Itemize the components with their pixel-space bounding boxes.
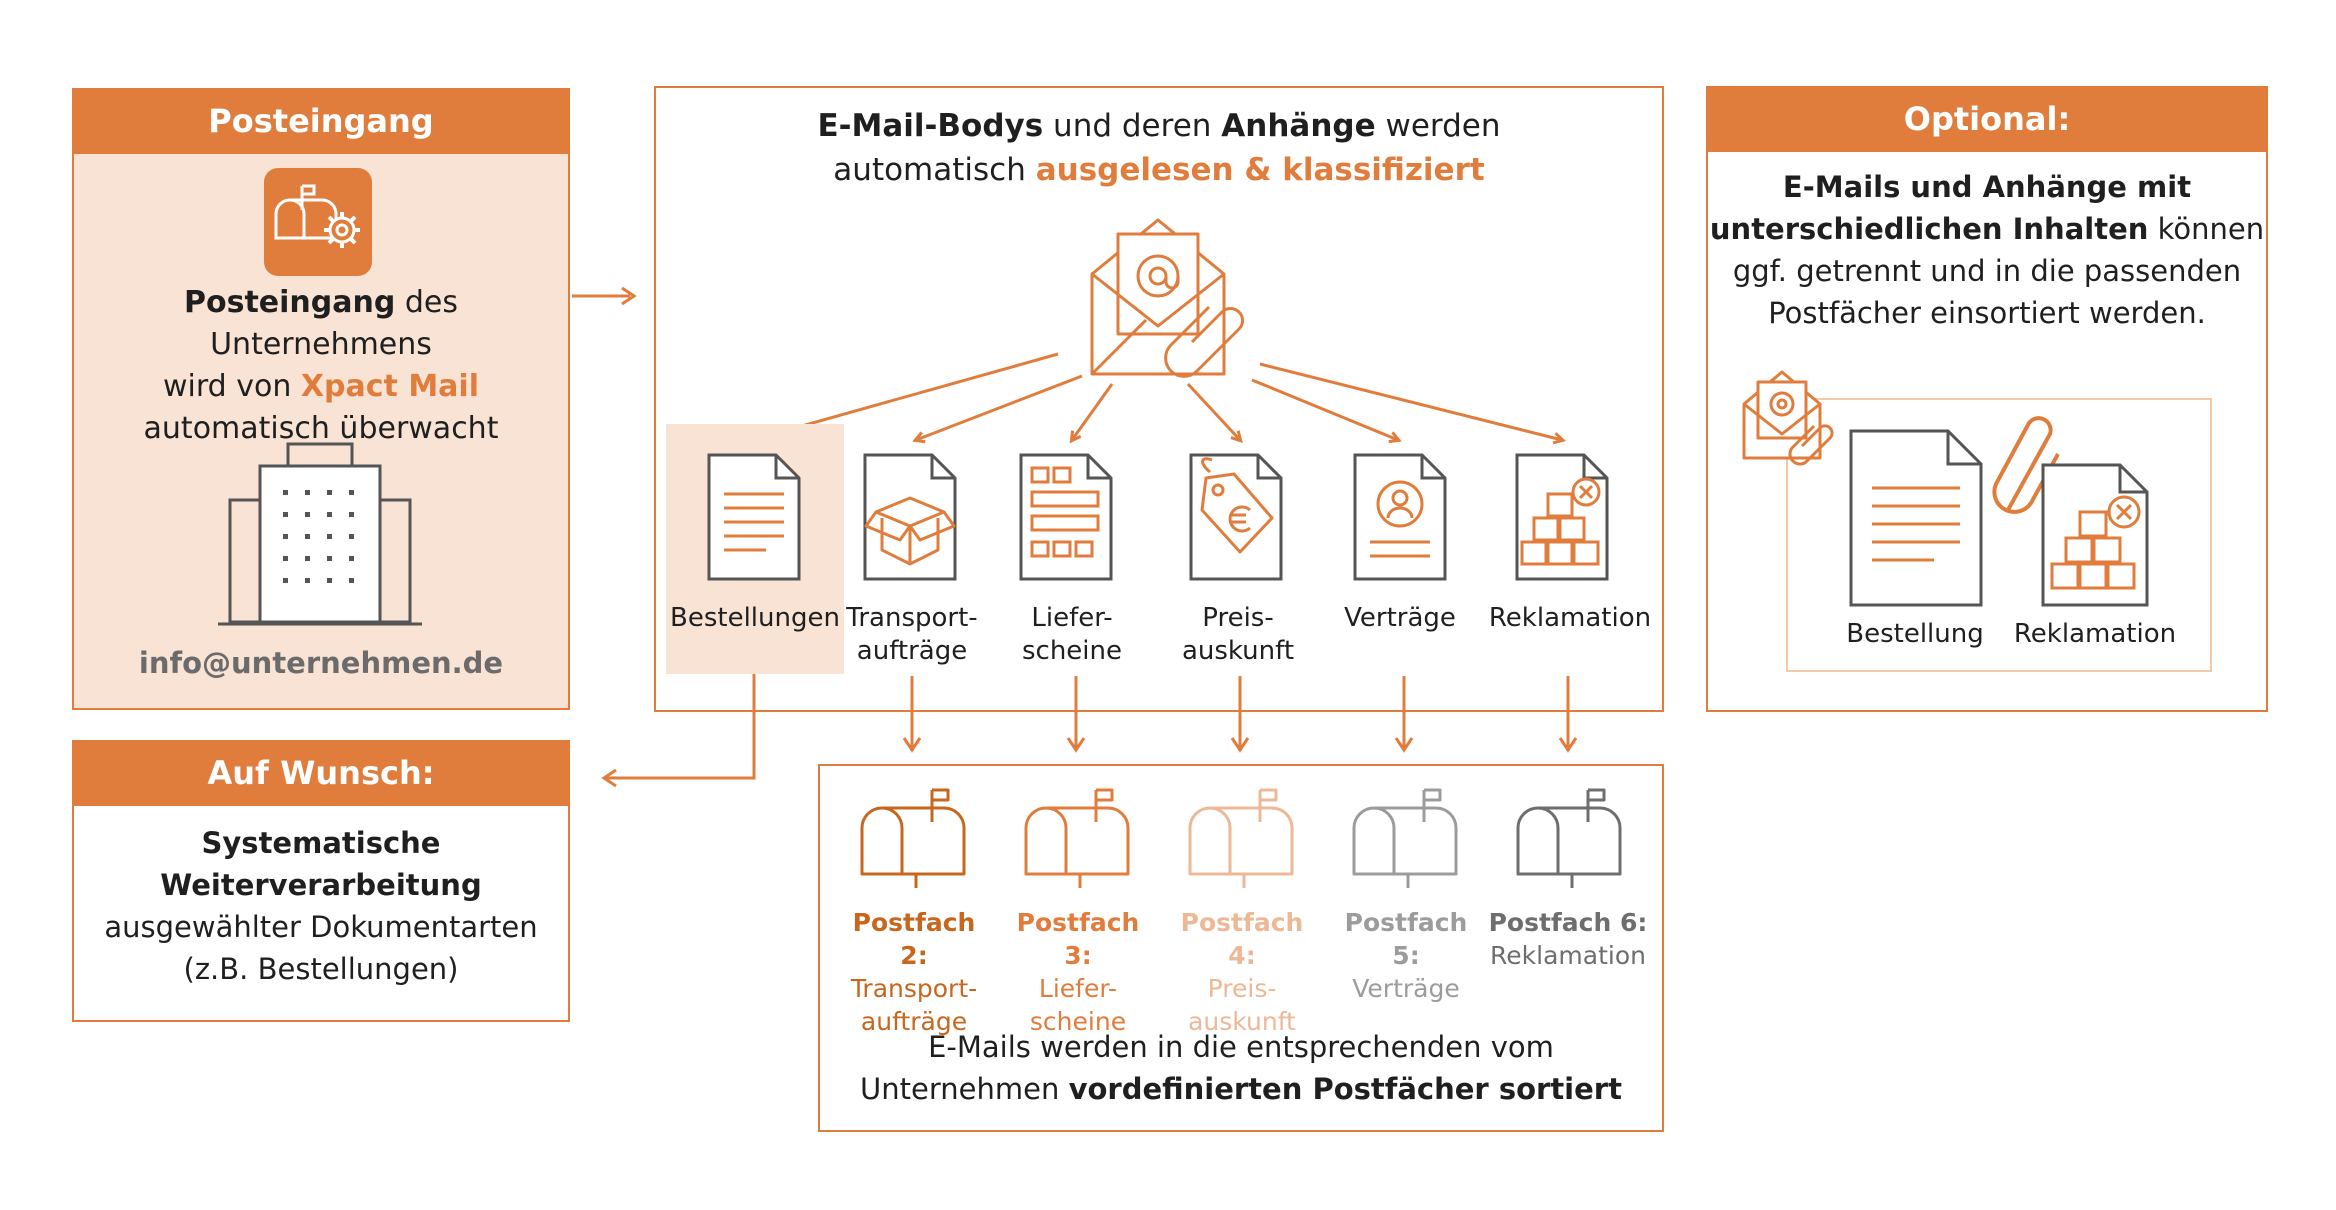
optional-line2-rest: können: [2148, 212, 2265, 246]
company-email: info@unternehmen.de: [138, 646, 504, 680]
postfach-6-label: Postfach 6: Reklamation: [1486, 906, 1650, 972]
doc-label-line: Liefer-: [1031, 603, 1113, 633]
paperclip-icon: [1992, 416, 2060, 514]
mailbox-icon-6: [1516, 788, 1622, 888]
postfach-panel: [818, 764, 1664, 1132]
wunsch-header: Auf Wunsch:: [72, 740, 570, 806]
optional-description: E-Mails und Anhänge mit unterschiedliche…: [1706, 166, 2268, 334]
doc-label-vertraege: Verträge: [1318, 602, 1482, 635]
posteingang-header: Posteingang: [72, 88, 570, 154]
posteingang-line2-pre: wird von: [162, 369, 301, 404]
doc-label-line: Reklamation: [1488, 603, 1652, 633]
doc-label-line: scheine: [1021, 636, 1122, 666]
classification-heading: E-Mail-Bodys und deren Anhänge werden au…: [654, 104, 1664, 192]
doc-label-line: Transport-: [846, 603, 978, 633]
postfach-3-label: Postfach 3: Liefer- scheine: [1000, 906, 1156, 1038]
small-email-icon: [1742, 370, 1834, 466]
office-building-icon: [218, 442, 422, 626]
optional-line1: E-Mails und Anhänge mit: [1782, 170, 2192, 204]
optional-header: Optional:: [1706, 86, 2268, 152]
wunsch-description: Systematische Weiterverarbeitung ausgewä…: [72, 822, 570, 990]
heading-mid: und deren: [1043, 108, 1222, 144]
postfach-footer: E-Mails werden in die entsprechenden vom…: [818, 1026, 1664, 1110]
postfach-footer-pre: Unternehmen: [860, 1072, 1069, 1106]
doc-label-bestellungen: Bestellungen: [664, 602, 846, 635]
doc-label-line: Bestellungen: [670, 603, 840, 633]
postfach-line: Liefer-: [1038, 974, 1118, 1003]
postfach-line: Preis-: [1207, 974, 1277, 1003]
heading-line2-pre: automatisch: [833, 152, 1036, 188]
mailbox-icon-3: [1024, 788, 1130, 888]
posteingang-line3: automatisch überwacht: [143, 411, 499, 446]
complaint-boxes-icon: [1515, 453, 1609, 581]
arrows-to-postfach: [902, 676, 1578, 753]
postfach-line: scheine: [1029, 1007, 1127, 1036]
wunsch-line2: Weiterverarbeitung: [160, 868, 482, 902]
package-box-icon: [863, 453, 957, 581]
postfach-title: Postfach 5:: [1344, 908, 1468, 970]
postfach-title: Postfach 4:: [1180, 908, 1304, 970]
reklamation-document-icon: [2041, 463, 2149, 607]
optional-attachment-frame: [1786, 398, 2212, 672]
optional-line3: ggf. getrennt und in die passenden: [1732, 254, 2242, 288]
doc-label-line: Preis-: [1202, 603, 1274, 633]
postfach-4-label: Postfach 4: Preis- auskunft: [1164, 906, 1320, 1038]
optional-line2-bold: unterschiedlichen Inhalten: [1709, 212, 2149, 246]
heading-anhaenge: Anhänge: [1221, 108, 1376, 144]
postfach-line: Transport-: [850, 974, 978, 1003]
postfach-line: auskunft: [1188, 1007, 1296, 1036]
arrow-posteingang-to-center: [572, 286, 637, 306]
doc-label-reklamation: Reklamation: [1478, 602, 1662, 635]
delivery-note-icon: [1019, 453, 1113, 581]
contract-person-icon: [1353, 453, 1447, 581]
wunsch-line1: Systematische: [201, 826, 441, 860]
mailbox-gear-icon: [264, 168, 372, 276]
wunsch-line4: (z.B. Bestellungen): [183, 952, 459, 986]
heading-accent: ausgelesen & klassifiziert: [1035, 152, 1485, 188]
arrow-bestellungen-to-wunsch: [601, 674, 756, 788]
postfach-5-label: Postfach 5: Verträge: [1328, 906, 1484, 1005]
mailbox-icon-4: [1188, 788, 1294, 888]
heading-end: werden: [1375, 108, 1501, 144]
doc-label-line: aufträge: [856, 636, 968, 666]
optional-line4: Postfächer einsortiert werden.: [1768, 296, 2206, 330]
postfach-title: Postfach 2:: [852, 908, 976, 970]
email-attachment-icon: [1090, 218, 1244, 378]
postfach-line: Verträge: [1352, 974, 1460, 1003]
classification-arrows: [740, 352, 1600, 450]
price-tag-euro-icon: [1189, 453, 1283, 581]
heading-bodys: E-Mail-Bodys: [817, 108, 1044, 144]
optional-label-reklamation: Reklamation: [2013, 619, 2177, 649]
posteingang-line1-rest: des Unternehmens: [210, 285, 458, 362]
wunsch-line3: ausgewählter Dokumentarten: [104, 910, 538, 944]
doc-label-lieferscheine: Liefer- scheine: [990, 602, 1154, 668]
postfach-title: Postfach 3:: [1016, 908, 1140, 970]
postfach-line: Reklamation: [1490, 941, 1646, 970]
bestellung-document-icon: [1849, 429, 1983, 607]
postfach-2-label: Postfach 2: Transport- aufträge: [836, 906, 992, 1038]
document-lines-icon: [707, 453, 801, 581]
doc-label-preisauskunft: Preis- auskunft: [1156, 602, 1320, 668]
postfach-footer-bold: vordefinierten Postfächer sortiert: [1068, 1072, 1622, 1106]
postfach-footer-line1: E-Mails werden in die entsprechenden vom: [928, 1030, 1554, 1064]
posteingang-description: Posteingang des Unternehmens wird von Xp…: [72, 282, 570, 450]
xpact-mail-label: Xpact Mail: [300, 369, 479, 404]
doc-label-transport: Transport- aufträge: [830, 602, 994, 668]
doc-label-line: auskunft: [1181, 636, 1295, 666]
optional-label-bestellung: Bestellung: [1846, 619, 1984, 649]
mailbox-icon-2: [860, 788, 966, 888]
postfach-title: Postfach 6:: [1488, 908, 1648, 937]
doc-label-line: Verträge: [1344, 603, 1456, 633]
posteingang-bold-label: Posteingang: [183, 285, 396, 320]
mailbox-icon-5: [1352, 788, 1458, 888]
postfach-line: aufträge: [860, 1007, 968, 1036]
